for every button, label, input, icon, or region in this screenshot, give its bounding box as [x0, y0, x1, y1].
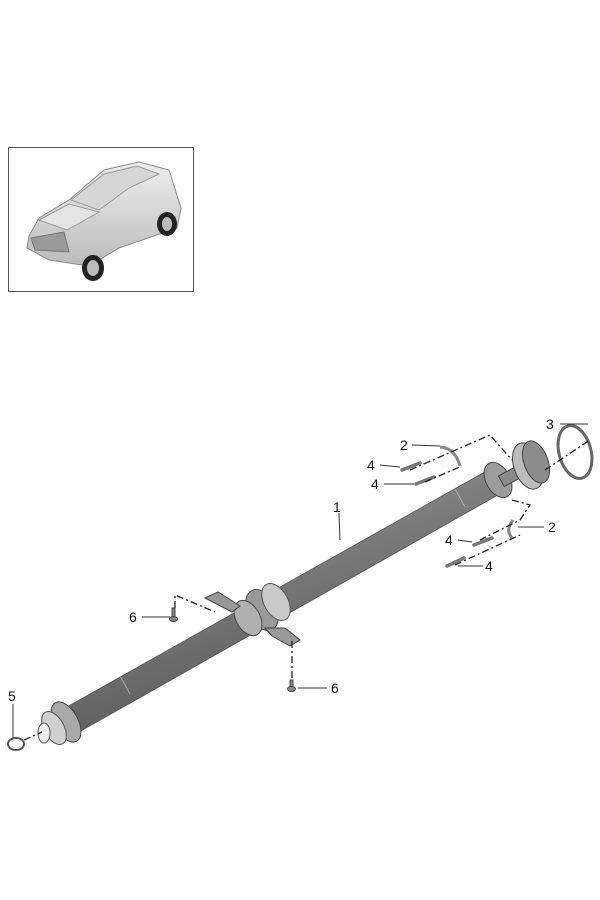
callout-4-c: 4 [445, 532, 453, 548]
car-icon [26, 161, 182, 281]
bolts-part-6 [169, 607, 296, 692]
clip-part-2-upper [439, 445, 462, 467]
callout-4-b: 4 [371, 476, 379, 492]
callout-6-upper: 6 [129, 609, 137, 625]
propeller-shaft [37, 440, 551, 745]
callout-4-a: 4 [367, 457, 375, 473]
callout-4-d: 4 [485, 558, 493, 574]
callout-2-lower: 2 [548, 519, 556, 535]
callout-2-upper: 2 [400, 437, 408, 453]
vehicle-thumbnail [8, 147, 194, 292]
rear-flange-joint [483, 440, 551, 499]
callout-6-lower: 6 [331, 680, 339, 696]
bolts-part-4 [400, 461, 494, 568]
gasket-part-3 [556, 424, 594, 480]
callout-3: 3 [546, 416, 554, 432]
assembly-lines [23, 434, 591, 741]
clip-part-2-lower [507, 519, 515, 539]
ring-part-5 [7, 737, 25, 751]
callout-1: 1 [333, 499, 341, 515]
front-joint [37, 701, 82, 745]
leader-lines [12, 423, 588, 738]
callout-5: 5 [8, 688, 16, 704]
center-bearing [203, 583, 301, 647]
